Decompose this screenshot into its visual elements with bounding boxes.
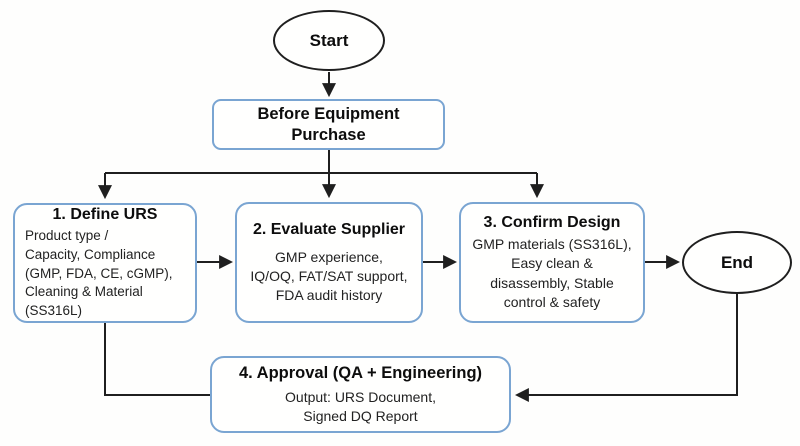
evaluate-supplier-title: 2. Evaluate Supplier	[252, 220, 406, 238]
confirm-design-node: 3. Confirm Design GMP materials (SS316L)…	[459, 202, 645, 323]
start-terminal: Start	[273, 10, 385, 71]
approval-node: 4. Approval (QA + Engineering) Output: U…	[210, 356, 511, 433]
end-terminal: End	[682, 231, 792, 294]
branch-trunk-line	[105, 150, 537, 174]
end-label: End	[720, 252, 754, 272]
define-urs-node: 1. Define URS Product type / Capacity, C…	[13, 203, 197, 323]
approval-title: 4. Approval (QA + Engineering)	[238, 363, 483, 382]
confirm-design-body: GMP materials (SS316L), Easy clean & dis…	[472, 235, 632, 310]
before-equipment-purchase-label: Before Equipment Purchase	[257, 104, 400, 144]
line-define-urs-to-approval	[104, 323, 210, 396]
arrow-end-to-approval	[514, 294, 738, 402]
define-urs-title: 1. Define URS	[52, 205, 158, 223]
evaluate-supplier-body: GMP experience, IQ/OQ, FAT/SAT support, …	[250, 248, 408, 304]
approval-body: Output: URS Document, Signed DQ Report	[285, 388, 436, 424]
confirm-design-title: 3. Confirm Design	[483, 213, 621, 231]
evaluate-supplier-node: 2. Evaluate Supplier GMP experience, IQ/…	[235, 202, 423, 323]
define-urs-body: Product type / Capacity, Compliance (GMP…	[25, 227, 173, 319]
before-equipment-purchase-node: Before Equipment Purchase	[212, 99, 445, 150]
start-label: Start	[309, 30, 349, 50]
